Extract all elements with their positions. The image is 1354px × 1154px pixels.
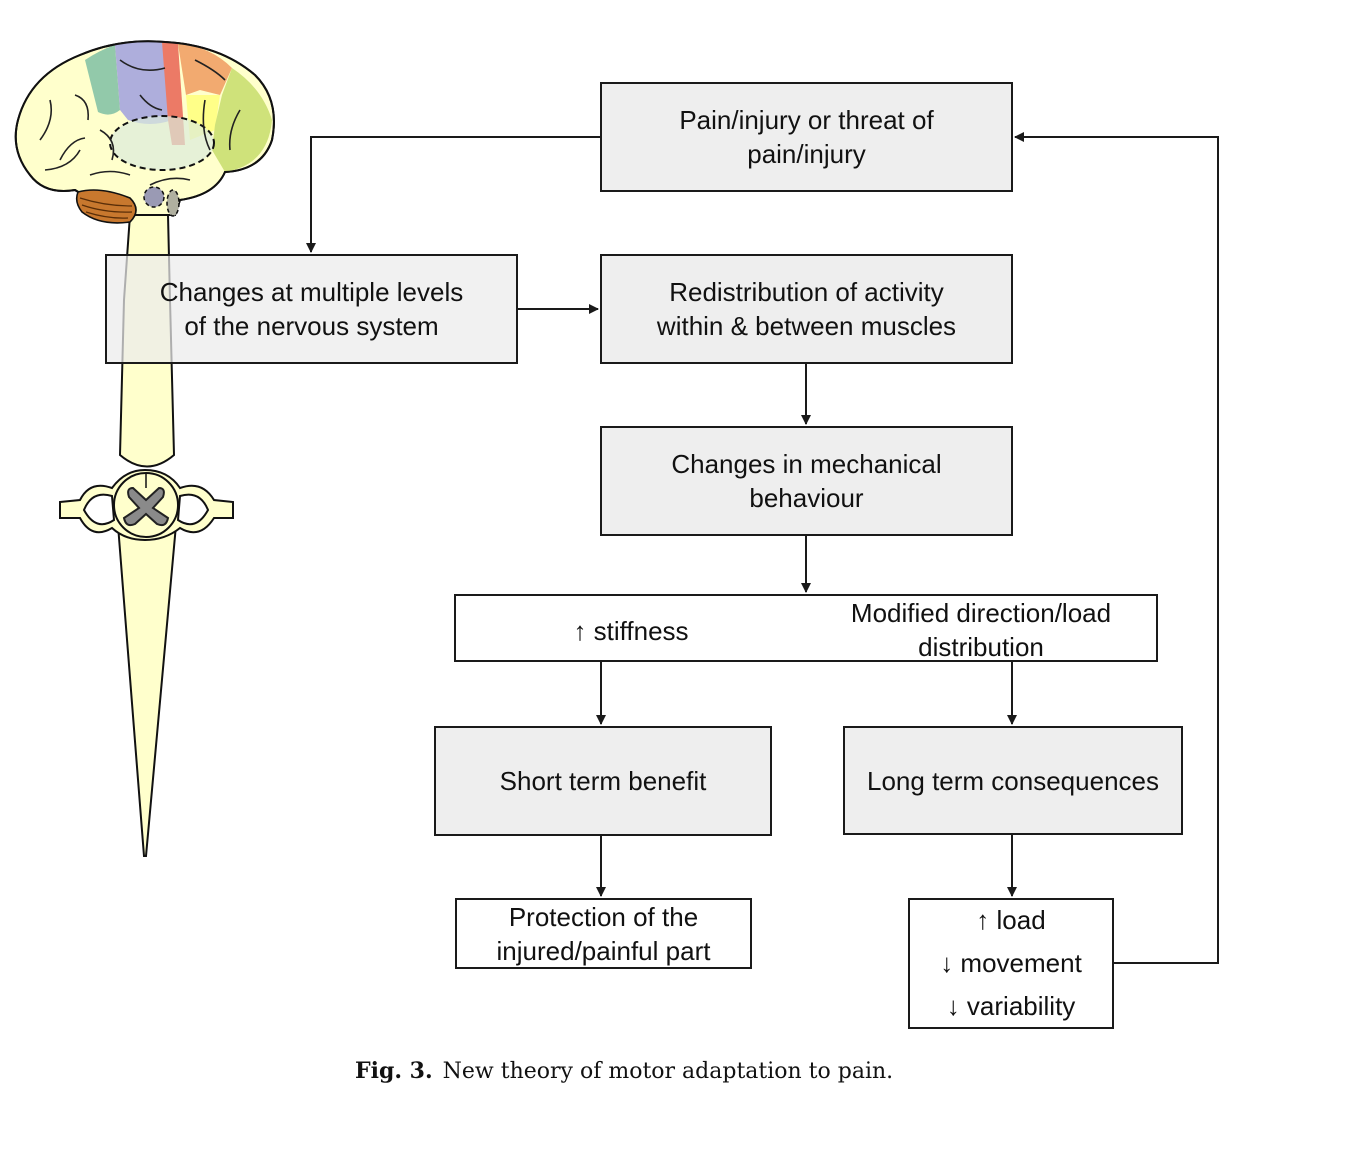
node-long-term-effects: ↑ load ↓ movement ↓ variability	[908, 898, 1114, 1029]
vertebra-cross-section	[59, 468, 234, 542]
node-short-term-label: Short term benefit	[499, 766, 707, 796]
node-nervous-system-label: Changes at multiple levels of the nervou…	[159, 277, 464, 341]
effect-load: ↑ load	[976, 905, 1046, 935]
node-long-term-consequences: Long term consequences	[843, 726, 1183, 835]
effect-movement: ↓ movement	[940, 948, 1082, 978]
node-mechanical-behaviour: Changes in mechanical behaviour	[600, 426, 1013, 536]
node-short-term-benefit: Short term benefit	[434, 726, 772, 836]
node-protection-label: Protection of the injured/painful part	[496, 901, 711, 966]
node-mechanical-outcomes: ↑ stiffness Modified direction/load dist…	[454, 594, 1158, 662]
figure-caption: Fig. 3. New theory of motor adaptation to…	[355, 1058, 893, 1084]
brain-spinal-cord-illustration	[14, 40, 275, 857]
node-pain-injury-label: Pain/injury or threat of pain/injury	[679, 105, 934, 169]
effect-variability: ↓ variability	[946, 991, 1076, 1021]
node-pain-injury: Pain/injury or threat of pain/injury	[600, 82, 1013, 192]
node-nervous-system-changes: Changes at multiple levels of the nervou…	[105, 254, 518, 364]
node-redistribution: Redistribution of activity within & betw…	[600, 254, 1013, 364]
brainstem-nucleus-1	[143, 186, 165, 208]
modified-distribution-label: Modified direction/load distribution	[850, 598, 1112, 662]
figure-caption-text: New theory of motor adaptation to pain.	[442, 1059, 894, 1084]
brainstem-nucleus-2	[166, 189, 180, 217]
node-redistribution-label: Redistribution of activity within & betw…	[656, 277, 957, 341]
dashed-region	[109, 115, 215, 171]
cerebellum	[75, 189, 137, 224]
spinal-cord-lower	[116, 524, 178, 857]
node-mechanical-label: Changes in mechanical behaviour	[671, 449, 942, 513]
figure-caption-label: Fig. 3.	[355, 1058, 433, 1084]
arrow-pain-to-nervous	[306, 136, 600, 253]
arrow-feedback-loop	[1014, 132, 1219, 964]
grey-matter	[122, 486, 170, 527]
brain	[14, 40, 275, 224]
stiffness-label: ↑ stiffness	[573, 616, 689, 646]
node-protection: Protection of the injured/painful part	[455, 898, 752, 969]
node-long-term-label: Long term consequences	[867, 765, 1159, 796]
